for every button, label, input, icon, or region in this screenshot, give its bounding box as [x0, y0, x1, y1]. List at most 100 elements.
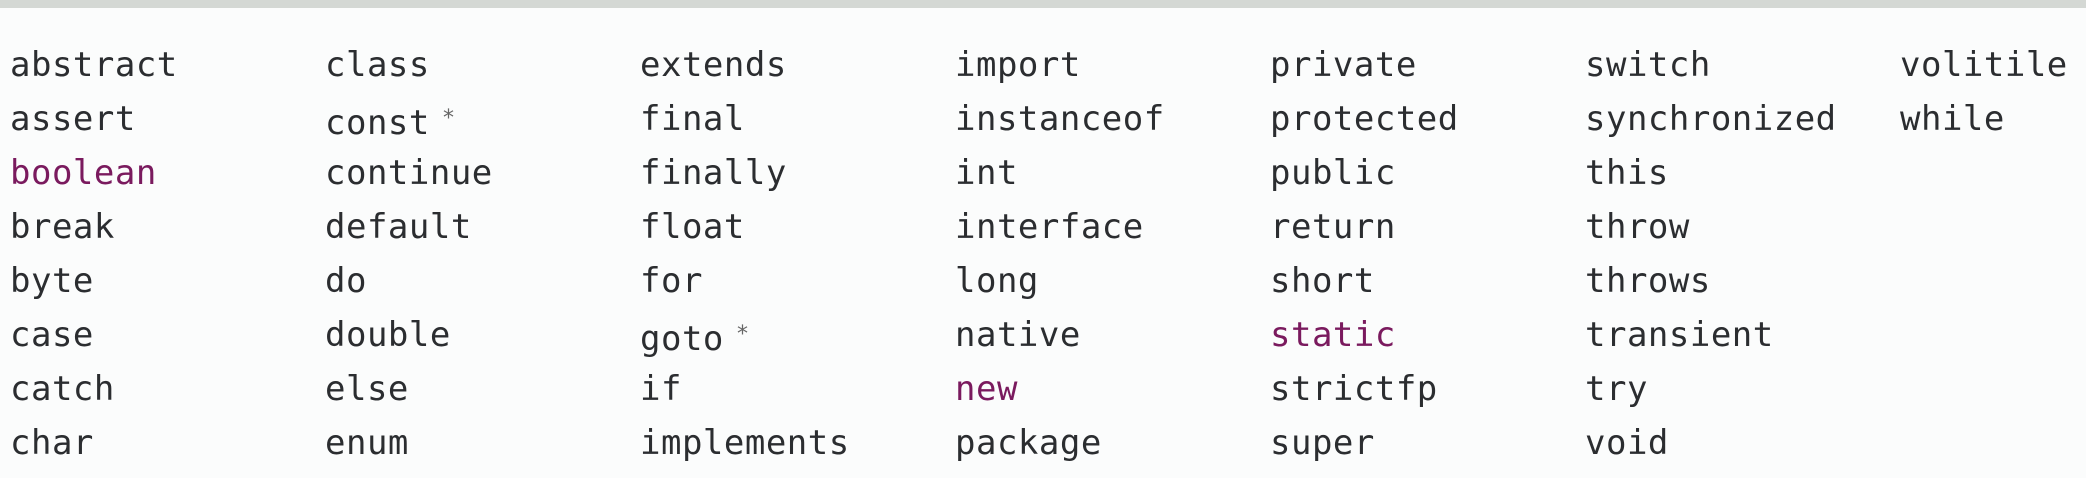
keyword-item: const * — [325, 92, 645, 146]
keyword-column: import instanceof int interface long native ne… — [955, 38, 1275, 470]
keyword-item: assert — [10, 92, 330, 146]
keyword-text: native — [955, 315, 1081, 355]
unused-keyword-asterisk: * — [441, 106, 456, 131]
keyword-text: double — [325, 315, 451, 355]
keyword-text: if — [640, 369, 682, 409]
keyword-text: long — [955, 261, 1039, 301]
keyword-text: interface — [955, 207, 1144, 247]
keyword-item: break — [10, 200, 330, 254]
keyword-item: this — [1585, 146, 1905, 200]
keyword-item: import — [955, 38, 1275, 92]
keyword-item: abstract — [10, 38, 330, 92]
keyword-text: short — [1270, 261, 1375, 301]
keyword-text: break — [10, 207, 115, 247]
keyword-item: final — [640, 92, 960, 146]
keyword-item: instanceof — [955, 92, 1275, 146]
keyword-text: public — [1270, 153, 1396, 193]
keyword-item: throws — [1585, 254, 1905, 308]
keyword-text: super — [1270, 423, 1375, 463]
keyword-text: class — [325, 45, 430, 85]
keyword-item: transient — [1585, 308, 1905, 362]
keyword-text: do — [325, 261, 367, 301]
keyword-item: return — [1270, 200, 1590, 254]
keyword-text: return — [1270, 207, 1396, 247]
keyword-item: double — [325, 308, 645, 362]
keyword-text: char — [10, 423, 94, 463]
keyword-text: enum — [325, 423, 409, 463]
keyword-item: else — [325, 362, 645, 416]
keyword-item: try — [1585, 362, 1905, 416]
keyword-item: catch — [10, 362, 330, 416]
keyword-text: int — [955, 153, 1018, 193]
keyword-item: volitile — [1900, 38, 2086, 92]
keyword-item: protected — [1270, 92, 1590, 146]
keyword-item: private — [1270, 38, 1590, 92]
keyword-item: interface — [955, 200, 1275, 254]
keyword-text: implements — [640, 423, 850, 463]
keyword-item: synchronized — [1585, 92, 1905, 146]
keyword-item: switch — [1585, 38, 1905, 92]
keyword-text: try — [1585, 369, 1648, 409]
keyword-item: boolean — [10, 146, 330, 200]
keyword-text: assert — [10, 99, 136, 139]
keyword-text: void — [1585, 423, 1669, 463]
keyword-text: goto — [640, 319, 724, 359]
keyword-item: void — [1585, 416, 1905, 470]
keyword-item: int — [955, 146, 1275, 200]
keyword-text: extends — [640, 45, 787, 85]
keyword-text: static — [1270, 315, 1396, 355]
keyword-item: byte — [10, 254, 330, 308]
keyword-item: class — [325, 38, 645, 92]
keyword-text: continue — [325, 153, 493, 193]
keyword-text: import — [955, 45, 1081, 85]
keyword-column: volitile while — [1900, 38, 2086, 146]
keyword-item: do — [325, 254, 645, 308]
keyword-item: while — [1900, 92, 2086, 146]
keyword-text: finally — [640, 153, 787, 193]
keyword-text: for — [640, 261, 703, 301]
keyword-text: catch — [10, 369, 115, 409]
keyword-item: goto* — [640, 308, 960, 362]
keyword-text: private — [1270, 45, 1417, 85]
keyword-text: case — [10, 315, 94, 355]
keyword-item: continue — [325, 146, 645, 200]
keyword-item: enum — [325, 416, 645, 470]
keyword-item: native — [955, 308, 1275, 362]
keyword-item: char — [10, 416, 330, 470]
top-border-bar — [0, 0, 2086, 8]
keyword-column: private protected public return short static s… — [1270, 38, 1590, 470]
keyword-text: instanceof — [955, 99, 1165, 139]
keyword-item: package — [955, 416, 1275, 470]
keyword-text: while — [1900, 99, 2005, 139]
keyword-text: volitile — [1900, 45, 2068, 85]
keyword-column: abstract assert boolean break byte case catch c… — [10, 38, 330, 470]
keyword-text: abstract — [10, 45, 178, 85]
keyword-item: if — [640, 362, 960, 416]
keyword-text: boolean — [10, 153, 157, 193]
keyword-text: new — [955, 369, 1018, 409]
keyword-item: short — [1270, 254, 1590, 308]
keyword-text: switch — [1585, 45, 1711, 85]
keyword-column: switch synchronized this throw throws transie… — [1585, 38, 1905, 470]
keyword-item: finally — [640, 146, 960, 200]
keyword-text: float — [640, 207, 745, 247]
keyword-item: throw — [1585, 200, 1905, 254]
keyword-item: extends — [640, 38, 960, 92]
keyword-text: protected — [1270, 99, 1459, 139]
keyword-item: static — [1270, 308, 1590, 362]
keyword-text: final — [640, 99, 745, 139]
keyword-text: throw — [1585, 207, 1690, 247]
keyword-item: implements — [640, 416, 960, 470]
keyword-text: throws — [1585, 261, 1711, 301]
keyword-item: float — [640, 200, 960, 254]
keyword-text: else — [325, 369, 409, 409]
keyword-item: case — [10, 308, 330, 362]
keyword-item: new — [955, 362, 1275, 416]
keyword-item: public — [1270, 146, 1590, 200]
keyword-text: transient — [1585, 315, 1774, 355]
keyword-text: package — [955, 423, 1102, 463]
keyword-text: this — [1585, 153, 1669, 193]
keyword-column: extends final finally float for goto* if implem… — [640, 38, 960, 470]
keyword-text: const — [325, 103, 430, 143]
